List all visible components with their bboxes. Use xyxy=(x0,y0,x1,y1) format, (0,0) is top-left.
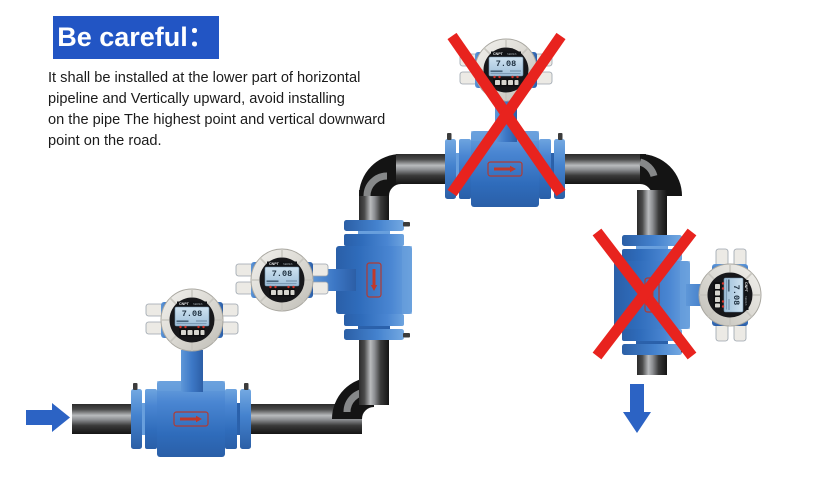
banner-title: Be careful： xyxy=(57,22,215,52)
cross-mark-highest-point xyxy=(447,32,566,197)
pipe-elbow-upper-left xyxy=(359,154,403,198)
meter-vertical-downward[interactable] xyxy=(614,235,761,355)
instruction-line-4: point on the road. xyxy=(48,133,162,149)
cross-mark-vertical-downward xyxy=(592,228,697,360)
meter-horizontal-inlet[interactable] xyxy=(129,288,253,459)
instruction-text: It shall be installed at the lower part … xyxy=(48,68,428,152)
meter-vertical-upward[interactable] xyxy=(235,220,412,340)
instruction-line-3: on the pipe The highest point and vertic… xyxy=(48,112,386,128)
instruction-line-2: pipeline and Vertically upward, avoid in… xyxy=(48,91,345,107)
outlet-arrow xyxy=(623,384,651,433)
instruction-line-1: It shall be installed at the lower part … xyxy=(48,70,361,86)
inlet-arrow xyxy=(26,403,70,432)
be-careful-banner: Be careful： xyxy=(53,16,219,59)
